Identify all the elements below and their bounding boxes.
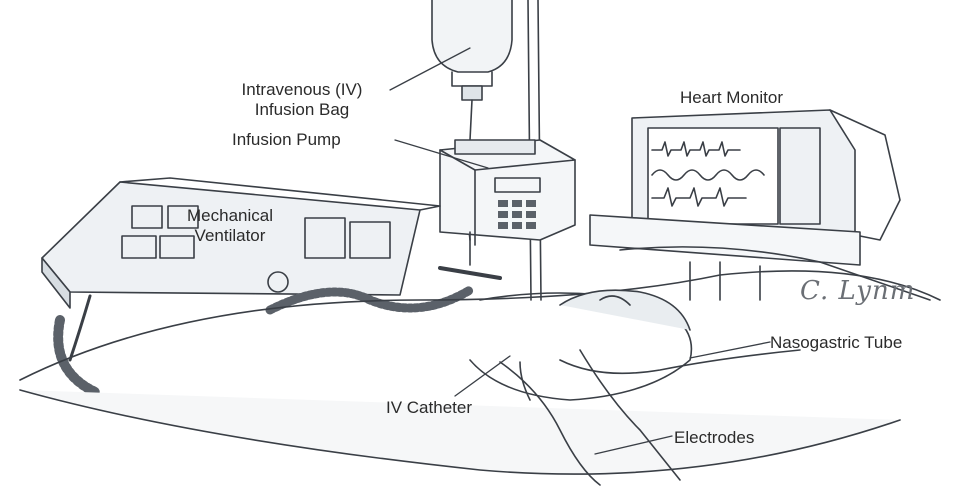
heart-monitor [590,110,900,265]
iv-bag-label-line1: Intravenous (IV) [212,80,392,100]
iv-bag-label: Intravenous (IV) Infusion Bag [212,80,392,120]
infusion-pump-label: Infusion Pump [232,130,341,150]
electrodes-label: Electrodes [674,428,754,448]
iv-bag-label-line2: Infusion Bag [212,100,392,120]
iv-catheter-label: IV Catheter [386,398,472,418]
artist-signature: C. Lynm [800,276,915,306]
ventilator-label: Mechanical Ventilator [160,206,300,246]
heart-monitor-label: Heart Monitor [680,88,783,108]
nasogastric-tube-label: Nasogastric Tube [770,333,902,353]
ventilator-label-line1: Mechanical [160,206,300,226]
ventilator-label-line2: Ventilator [160,226,300,246]
infusion-pump [440,140,575,265]
